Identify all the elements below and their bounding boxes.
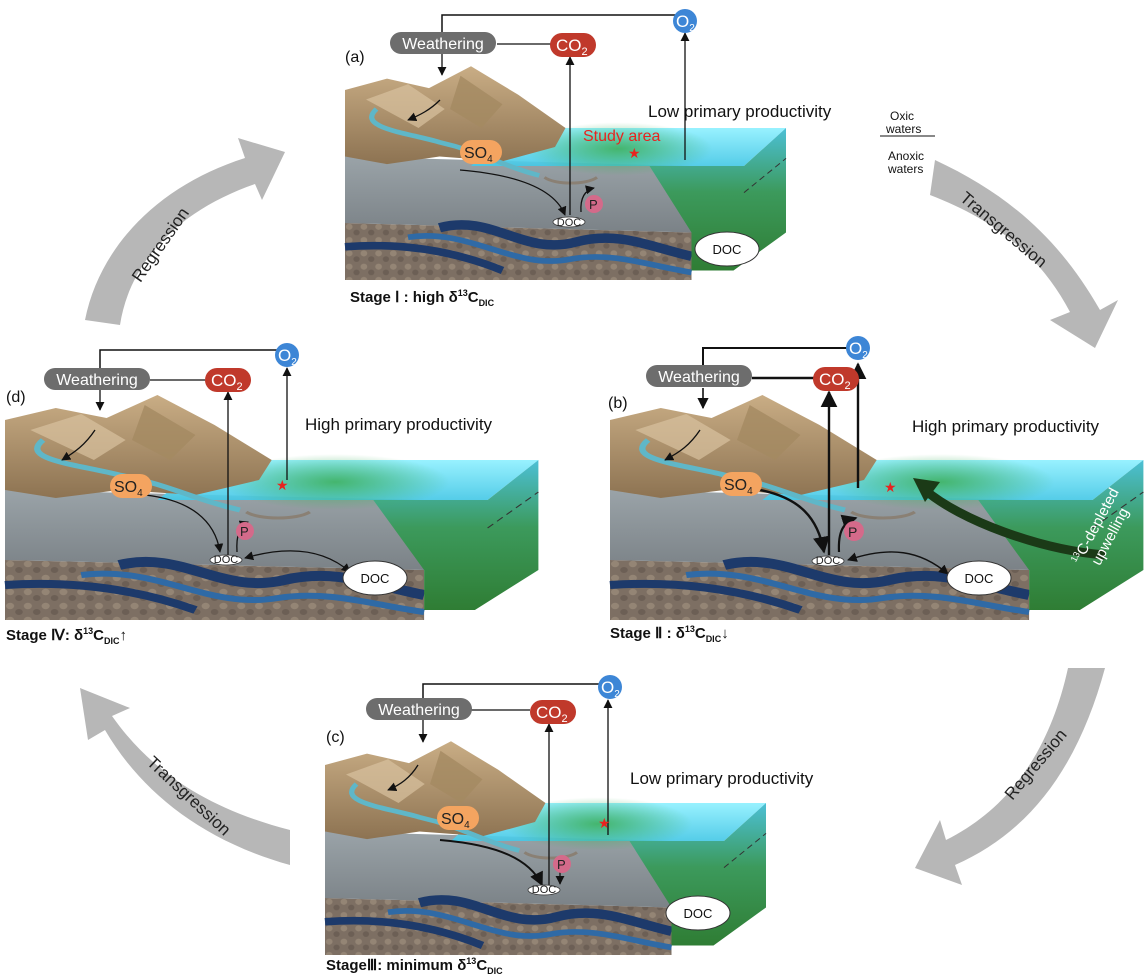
panel-b: Weathering CO2 O2 SO4 P DOC DOC (b) High…	[608, 336, 1143, 644]
so4-badge-c	[437, 806, 479, 830]
doc-small-label-c: DOC	[532, 884, 557, 896]
weathering-badge-d	[44, 368, 150, 390]
weathering-badge-c	[366, 698, 472, 720]
so4-label-a: SO4	[464, 145, 493, 165]
panel-d: Weathering CO2 O2 SO4 P DOC DOC (d) High…	[5, 343, 538, 646]
o2-badge-d	[275, 343, 299, 367]
weathering-label-d: Weathering	[56, 372, 138, 389]
o2-label-c: O2	[601, 678, 620, 700]
study-area-star-c: ★	[598, 815, 611, 831]
panel-a-letter: (a)	[345, 49, 365, 66]
cycle-arrow-regression-top-left: Regression	[85, 138, 285, 325]
so4-badge-d	[110, 474, 152, 498]
o2-label-b: O2	[849, 339, 868, 361]
weathering-label-b: Weathering	[658, 369, 740, 386]
oxic-label-2: waters	[885, 122, 921, 136]
co2-badge-d	[205, 368, 251, 392]
weathering-label-a: Weathering	[402, 36, 484, 53]
panel-c: Weathering CO2 O2 SO4 P DOC DOC (c) Low …	[325, 675, 814, 976]
p-label-b: P	[848, 524, 857, 540]
doc-large-d	[342, 560, 408, 596]
co2-badge-a	[550, 33, 596, 57]
so4-label-d: SO4	[114, 479, 143, 499]
doc-large-label-a: DOC	[713, 242, 742, 257]
panel-c-productivity: Low primary productivity	[630, 769, 814, 788]
panel-b-productivity: High primary productivity	[912, 417, 1100, 436]
anoxic-label-2: waters	[887, 162, 923, 176]
weathering-badge-b	[646, 365, 752, 387]
doc-small-label-a: DOC	[557, 217, 582, 229]
cycle-arrow-transgression-bottom-left: Transgression	[80, 688, 290, 865]
so4-label-c: SO4	[441, 811, 470, 831]
co2-badge-c	[530, 700, 576, 724]
cycle-arrow-regression-bottom-right: Regression	[915, 668, 1105, 885]
oxic-label-1: Oxic	[890, 109, 914, 123]
panel-d-letter: (d)	[6, 389, 26, 406]
panel-c-letter: (c)	[326, 729, 345, 746]
cycle-arrow-transgression-top-right: Transgression	[930, 160, 1118, 348]
panel-a: Weathering CO2 O2 SO4 P DOC DOC (a) Low …	[345, 9, 935, 308]
co2-label-b: CO2	[819, 370, 851, 392]
doc-large-label-d: DOC	[361, 571, 390, 586]
p-label-a: P	[589, 197, 598, 212]
study-area-star-d: ★	[276, 477, 289, 493]
doc-small-c	[527, 884, 561, 896]
co2-label-d: CO2	[211, 371, 243, 393]
co2-badge-b	[813, 367, 859, 391]
weathering-label-c: Weathering	[378, 702, 460, 719]
so4-badge-a	[460, 140, 502, 164]
p-label-d: P	[240, 524, 249, 539]
panel-d-stage-caption: Stage Ⅳ: δ13CDIC↑	[6, 626, 127, 646]
panel-b-letter: (b)	[608, 395, 628, 412]
doc-large-a	[694, 231, 760, 267]
p-badge-b	[844, 521, 864, 541]
cycle-label-transgression-bottom: Transgression	[143, 753, 234, 840]
doc-small-d	[209, 554, 243, 566]
p-badge-d	[236, 522, 254, 540]
co2-label-c: CO2	[536, 703, 568, 725]
anoxic-label-1: Anoxic	[888, 149, 924, 163]
so4-label-b: SO4	[724, 477, 753, 497]
doc-large-label-b: DOC	[965, 571, 994, 586]
doc-large-label-c: DOC	[684, 906, 713, 921]
doc-small-a	[552, 216, 586, 228]
panel-d-productivity: High primary productivity	[305, 415, 493, 434]
panel-c-stage-caption: StageⅢ: minimum δ13CDIC	[326, 956, 503, 976]
doc-small-label-d: DOC	[214, 554, 239, 566]
panel-a-stage-caption: Stage Ⅰ : high δ13CDIC	[350, 288, 495, 308]
so4-badge-b	[720, 472, 762, 496]
o2-badge-b	[846, 336, 870, 360]
doc-small-b	[811, 555, 845, 567]
o2-label-d: O2	[278, 346, 297, 368]
panel-a-productivity: Low primary productivity	[648, 102, 832, 121]
p-badge-a	[585, 195, 603, 213]
doc-small-label-b: DOC	[816, 555, 841, 567]
o2-badge-a	[673, 9, 697, 33]
doc-large-c	[665, 895, 731, 931]
study-area-star: ★	[628, 145, 641, 161]
study-area-star-b: ★	[884, 479, 897, 495]
co2-label-a: CO2	[556, 36, 588, 58]
panel-b-stage-caption: Stage Ⅱ : δ13CDIC↓	[610, 624, 729, 644]
p-label-c: P	[557, 857, 566, 872]
weathering-badge-a	[390, 32, 496, 54]
study-area-label: Study area	[583, 128, 660, 145]
o2-label-a: O2	[676, 12, 695, 34]
doc-large-b	[946, 560, 1012, 596]
o2-badge-c	[598, 675, 622, 699]
p-badge-c	[553, 855, 571, 873]
